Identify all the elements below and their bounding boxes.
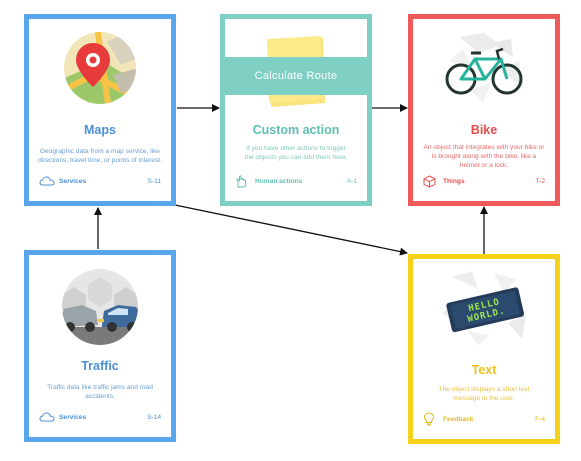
traffic-card[interactable]: Traffic Traffic data like traffic jams a…	[24, 250, 176, 442]
text-footer: Feedback F-4	[423, 412, 545, 426]
bicycle-icon	[445, 33, 523, 103]
custom-action-title: Custom action	[252, 123, 340, 137]
hand-icon	[235, 174, 251, 187]
maps-title: Maps	[84, 123, 116, 137]
custom-action-category: Human actions	[255, 177, 303, 185]
text-card[interactable]: HELLO WORLD. Text The object displays a …	[408, 254, 560, 444]
traffic-category: Services	[59, 413, 87, 421]
maps-code: S-11	[147, 177, 161, 185]
text-code: F-4	[535, 415, 545, 423]
maps-description: Geographic data from a map service, like…	[38, 148, 162, 164]
led-display-icon: HELLO WORLD.	[442, 271, 526, 345]
cube-icon	[423, 174, 439, 188]
custom-action-footer: Human actions A-1	[235, 174, 357, 188]
map-pin-icon	[64, 32, 136, 104]
bike-footer: Things T-2	[423, 174, 545, 188]
cloud-icon	[39, 411, 55, 423]
custom-action-code: A-1	[346, 177, 357, 185]
maps-category: Services	[59, 177, 87, 185]
traffic-description: Traffic data like traffic jams and road …	[47, 384, 153, 400]
cloud-icon	[39, 175, 55, 187]
bike-card[interactable]: Bike An object that integrates with your…	[408, 14, 560, 206]
bike-title: Bike	[470, 123, 498, 137]
text-title: Text	[471, 363, 497, 377]
traffic-footer: Services S-14	[39, 410, 161, 424]
bike-description: An object that integrates with your bike…	[423, 144, 545, 169]
text-description: The object displays a short text message…	[438, 386, 530, 402]
traffic-title: Traffic	[81, 359, 119, 373]
calculate-route-banner: Calculate Route	[225, 57, 367, 95]
maps-card[interactable]: Maps Geographic data from a map service,…	[24, 14, 176, 206]
custom-action-card[interactable]: Calculate Route Custom action If you hav…	[220, 14, 372, 206]
maps-footer: Services S-11	[39, 174, 161, 188]
bike-code: T-2	[535, 177, 545, 185]
traffic-jam-icon	[62, 269, 138, 345]
bike-category: Things	[443, 177, 465, 185]
text-category: Feedback	[443, 415, 474, 423]
traffic-code: S-14	[147, 413, 161, 421]
lightbulb-icon	[423, 412, 439, 426]
custom-action-description: If you have other actions to trigger the…	[244, 145, 348, 161]
arrow-maps-to-text	[174, 204, 408, 256]
